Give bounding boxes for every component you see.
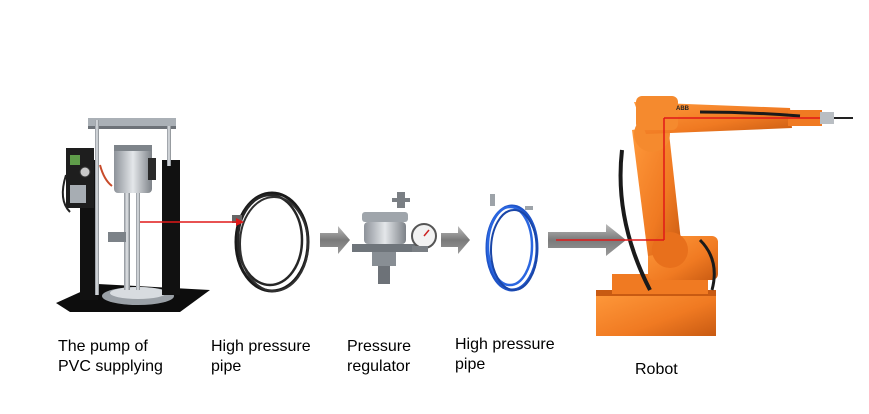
robot-label: Robot	[635, 360, 678, 380]
pump-label: The pump of PVC supplying	[58, 337, 163, 377]
pressure-regulator-icon	[352, 192, 437, 284]
pressure-regulator-label: Pressure regulator	[347, 337, 411, 377]
flow-line	[140, 117, 820, 241]
robot-arm-icon: ABB	[596, 96, 853, 336]
pipe1-label-line-1: High pressure	[211, 338, 311, 355]
blue-pipe-icon	[485, 194, 539, 292]
pump-icon	[56, 118, 210, 312]
pump-label-line-2: PVC supplying	[58, 358, 163, 375]
regulator-label-line-2: regulator	[347, 358, 411, 375]
pipe2-label-line-1: High pressure	[455, 336, 555, 353]
gray-arrow-1	[320, 226, 350, 254]
gray-arrow-2	[441, 226, 470, 254]
black-pipe-icon	[232, 191, 310, 293]
high-pressure-pipe-label-1: High pressure pipe	[211, 337, 311, 377]
robot-label-line-1: Robot	[635, 361, 678, 378]
pump-label-line-1: The pump of	[58, 338, 148, 355]
svg-text:ABB: ABB	[676, 106, 690, 112]
regulator-label-line-1: Pressure	[347, 338, 412, 355]
pipe1-label-line-2: pipe	[211, 358, 242, 375]
pipe2-label-line-2: pipe	[455, 356, 486, 373]
high-pressure-pipe-label-2: High pressure pipe	[455, 335, 555, 375]
